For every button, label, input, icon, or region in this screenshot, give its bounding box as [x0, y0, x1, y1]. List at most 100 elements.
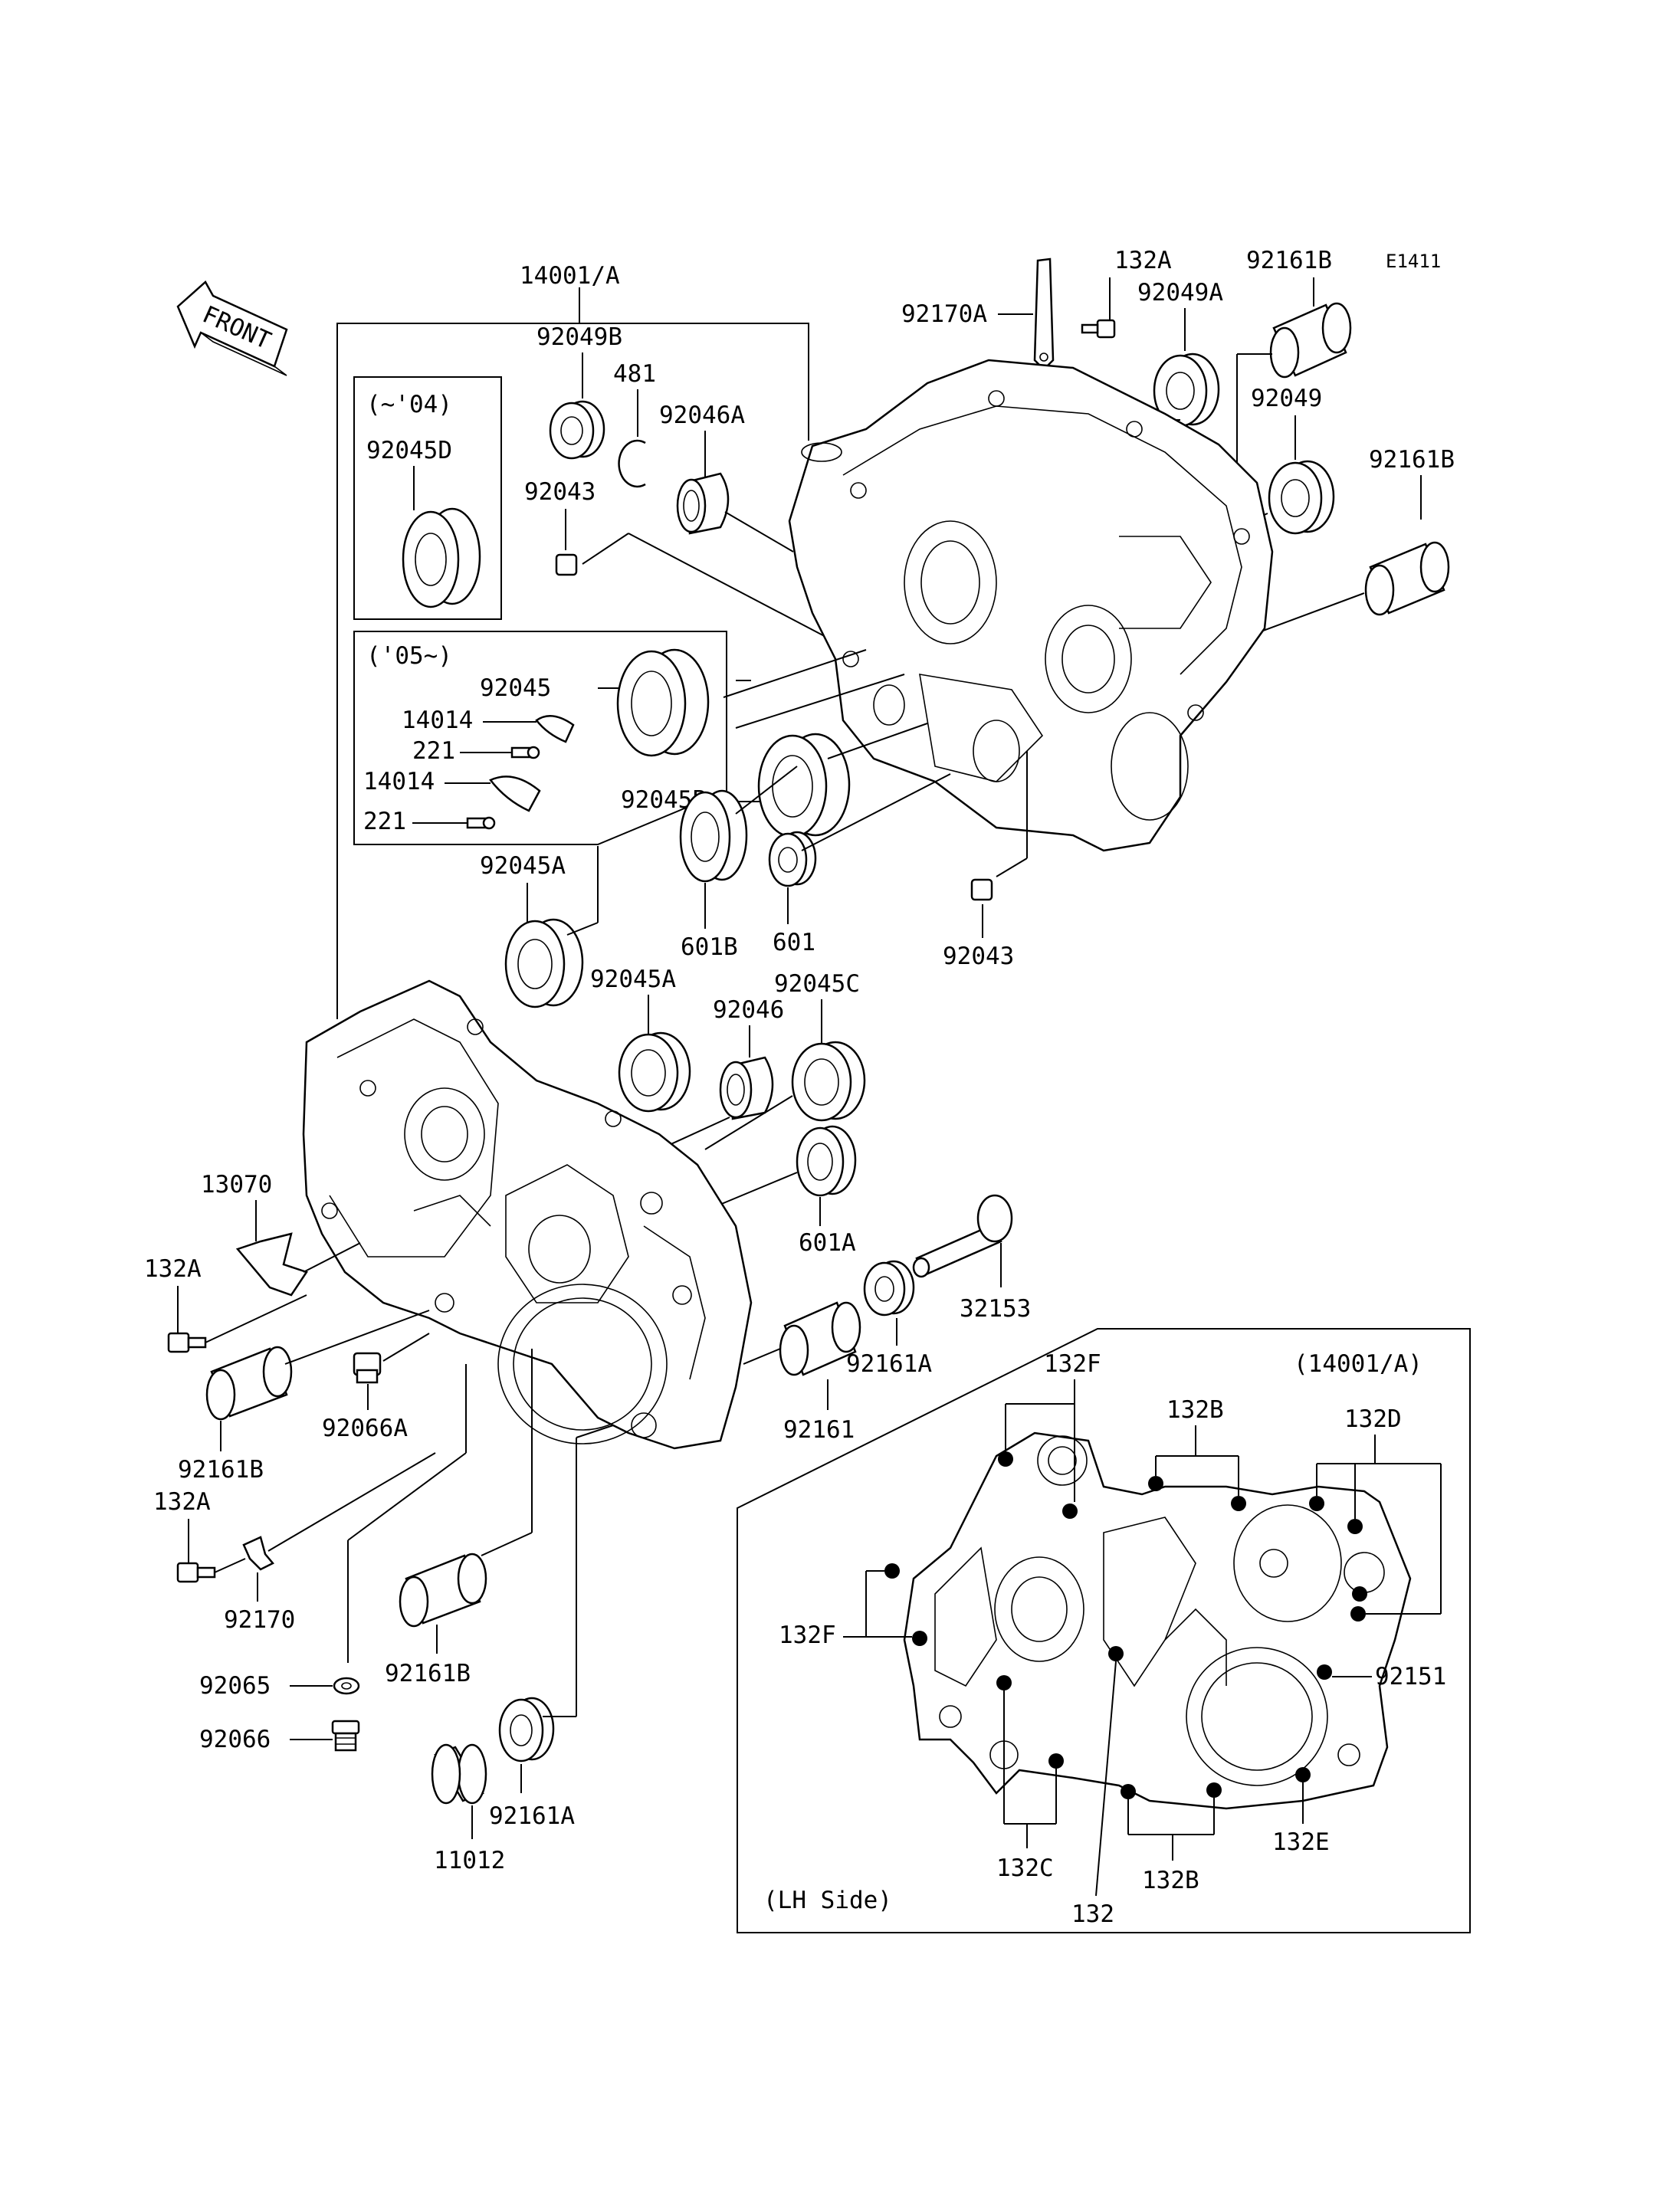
- bolt-dot: [912, 1631, 927, 1646]
- label-14014-a: 14014: [402, 707, 473, 734]
- label-221-a: 221: [412, 737, 455, 765]
- variant-box-early: [353, 376, 502, 620]
- label-92065: 92065: [199, 1672, 271, 1700]
- label-92161B-top: 92161B: [1246, 247, 1332, 274]
- bolt-dot: [1062, 1503, 1078, 1519]
- collar-92161B-low: [399, 1553, 487, 1628]
- label-92046: 92046: [713, 996, 784, 1024]
- bracket-13070: [235, 1232, 308, 1297]
- lh-side-inset-box: [737, 1328, 1471, 1933]
- bolt-132A-low: [176, 1562, 216, 1583]
- front-arrow-icon: FRONT: [176, 280, 288, 376]
- seal-92049A: [1153, 353, 1220, 428]
- bolt-dot: [1121, 1784, 1136, 1799]
- label-14001A: 14001/A: [520, 262, 620, 290]
- label-92161B-right: 92161B: [1369, 446, 1455, 474]
- variant-box-late: [353, 631, 727, 845]
- bolt-dot: [996, 1675, 1012, 1690]
- collar-92161B-top: [1269, 302, 1352, 379]
- label-92161B-low: 92161B: [385, 1660, 471, 1687]
- label-92045D: 92045D: [366, 437, 452, 464]
- label-92151: 92151: [1375, 1663, 1446, 1690]
- dowel-92043-top: [555, 553, 578, 576]
- bolt-dot: [1148, 1476, 1163, 1491]
- label-92161A-1: 92161A: [846, 1350, 932, 1378]
- diagram-code: E1411: [1386, 251, 1441, 272]
- label-132: 132: [1071, 1900, 1114, 1928]
- bolt-dot: [1352, 1586, 1367, 1602]
- collar-92161B-right: [1364, 541, 1450, 616]
- label-132D: 132D: [1344, 1405, 1402, 1433]
- label-92043-top: 92043: [524, 478, 596, 506]
- plug-92066A: [353, 1352, 382, 1384]
- variant-late-label: ('05~): [366, 642, 452, 670]
- label-92066A: 92066A: [322, 1415, 408, 1442]
- collar-92161: [779, 1301, 861, 1376]
- label-92049: 92049: [1251, 385, 1322, 412]
- label-601A: 601A: [799, 1229, 856, 1257]
- washer-92065: [333, 1677, 360, 1695]
- label-92045A-2: 92045A: [590, 966, 676, 993]
- cap-11012: [431, 1743, 487, 1805]
- label-132C: 132C: [996, 1854, 1054, 1882]
- screw-221-b: [466, 816, 496, 830]
- seal-92049B: [549, 400, 605, 460]
- label-132A-low: 132A: [153, 1488, 211, 1516]
- plug-92066: [331, 1720, 360, 1752]
- label-92043-mid: 92043: [943, 943, 1014, 970]
- bolt-dot: [1317, 1664, 1332, 1680]
- label-92045A-1: 92045A: [480, 852, 566, 880]
- label-92046A: 92046A: [659, 402, 745, 429]
- seal-601: [768, 831, 817, 887]
- label-132F-top: 132F: [1044, 1350, 1101, 1378]
- label-32153: 32153: [960, 1295, 1031, 1323]
- screw-221-a: [510, 746, 540, 759]
- seal-92161A-low: [498, 1697, 555, 1763]
- bolt-132A-left: [167, 1332, 207, 1353]
- bearing-92045B: [757, 733, 851, 838]
- needle-bearing-92046: [719, 1056, 774, 1120]
- bearing-601A: [796, 1125, 857, 1197]
- crankcase-right-half: [788, 359, 1274, 852]
- label-92045: 92045: [480, 674, 551, 702]
- crankcase-left-half: [302, 979, 753, 1450]
- bolt-dot: [1048, 1753, 1064, 1769]
- bearing-92045: [616, 648, 710, 757]
- label-11012: 11012: [434, 1847, 505, 1874]
- label-601B: 601B: [681, 933, 738, 961]
- bolt-132A-top: [1081, 319, 1116, 339]
- bolt-dot: [1350, 1606, 1366, 1622]
- label-92161: 92161: [783, 1416, 855, 1444]
- label-13070: 13070: [201, 1171, 272, 1199]
- label-92066: 92066: [199, 1726, 271, 1753]
- label-132B-bottom: 132B: [1142, 1867, 1199, 1894]
- circlip-481: [618, 439, 646, 488]
- bracket-92170A: [1033, 257, 1055, 371]
- lh-group-ref: (14001/A): [1294, 1350, 1422, 1378]
- plate-14014-a: [535, 715, 575, 743]
- collar-92161B-left: [205, 1346, 293, 1421]
- label-132A-left: 132A: [144, 1255, 202, 1283]
- bolt-dot: [1295, 1767, 1311, 1782]
- dowel-92043-mid: [970, 878, 993, 901]
- seal-92161A-1: [863, 1260, 915, 1317]
- label-601: 601: [773, 929, 815, 956]
- bolt-dot: [1309, 1496, 1324, 1511]
- label-132F-left: 132F: [779, 1622, 836, 1649]
- shaft-32153: [912, 1194, 1013, 1278]
- label-132B-top: 132B: [1166, 1396, 1224, 1424]
- variant-early-label: (~'04): [366, 391, 452, 418]
- lh-view-label: (LH Side): [763, 1887, 892, 1914]
- label-92161A-2: 92161A: [489, 1802, 575, 1830]
- bearing-601B: [679, 789, 748, 883]
- seal-92049: [1268, 460, 1335, 535]
- needle-bearing-92046A: [676, 472, 730, 535]
- bolt-dot: [884, 1563, 900, 1579]
- label-14014-b: 14014: [363, 768, 435, 795]
- label-481: 481: [613, 360, 656, 388]
- bearing-92045C: [791, 1041, 866, 1122]
- bearing-92045A-1: [504, 918, 584, 1008]
- bolt-dot: [1347, 1519, 1363, 1534]
- group-bracket-14001A: [336, 287, 809, 1019]
